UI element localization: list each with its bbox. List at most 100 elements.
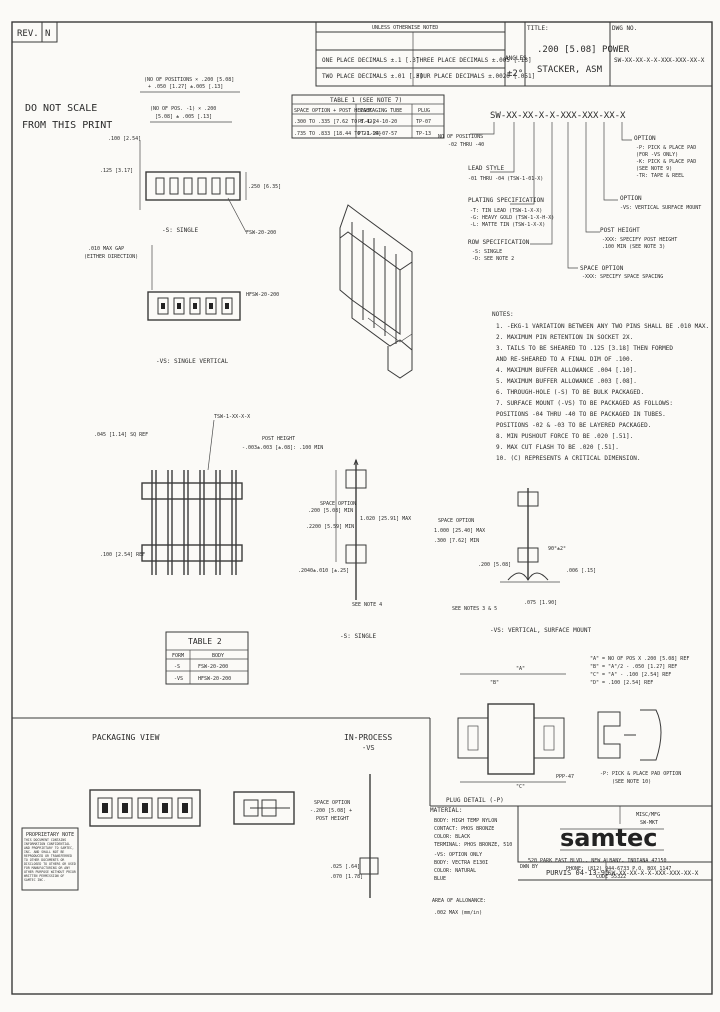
side-view-profile: SPACE OPTION .200 [5.08] MIN 1.020 [25.9… xyxy=(298,458,411,640)
pin-vs-core xyxy=(225,303,229,309)
pp-option-note: -P: PICK & PLACE PAD OPTION xyxy=(600,771,681,777)
dim-025: .025 [.64] xyxy=(330,864,360,870)
pin-vs xyxy=(205,297,217,315)
do-not-scale-line1: DO NOT SCALE xyxy=(25,103,97,114)
rev-value: N xyxy=(45,29,50,39)
rev-label: REV. xyxy=(17,29,39,39)
dim-070: .070 [1.78] xyxy=(330,874,363,880)
dim-250: .250 [6.35] xyxy=(248,184,281,190)
packaging-title: PACKAGING VIEW xyxy=(92,733,160,742)
pn-plating-val: -T: TIN LEAD (TSW-1-X-X) xyxy=(470,208,542,214)
pin-pkg-core xyxy=(122,803,128,813)
dim-045: .045 [1.14] SQ REF xyxy=(94,432,148,438)
pn-option2-val: -TR: TAPE & REEL xyxy=(636,173,684,179)
pin-vs xyxy=(157,297,169,315)
part-label-hfsw: HFSW-20-200 xyxy=(246,292,279,298)
pn-space-option: SPACE OPTION xyxy=(580,265,624,272)
dim-a: "A" xyxy=(516,666,525,672)
company-address-3: CODE 55322 xyxy=(596,874,626,880)
company-address-1: 520 PARK EAST BLVD., NEW ALBANY, INDIANA… xyxy=(528,858,666,864)
material-block: MATERIAL: BODY: HIGH TEMP NYLON CONTACT:… xyxy=(430,807,512,916)
pn-space-option-val: -XXX: SPECIFY SPACE SPACING xyxy=(582,274,663,280)
proprietary-note: PROPRIETARY NOTE THIS DOCUMENT CONTAINS … xyxy=(21,827,79,891)
pn-plating: PLATING SPECIFICATION xyxy=(468,197,544,204)
material-line: BLUE xyxy=(434,876,446,882)
top-view-single: (NO OF POSITIONS × .200 [5.08] + .050 [1… xyxy=(100,77,281,236)
samtec-logo: samtec xyxy=(560,824,657,852)
vs-single-vertical-view: .010 MAX GAP (EITHER DIRECTION) HFSW-20-… xyxy=(84,245,279,365)
note-item: POSITIONS -02 & -03 TO BE LAYERED PACKAG… xyxy=(496,422,651,429)
pin-top xyxy=(197,177,207,195)
dim-pitch: (NO OF POS. -1) × .200 xyxy=(150,106,216,112)
material-title: MATERIAL: xyxy=(430,807,463,814)
pn-plating-val: -L: MATTE TIN (TSW-1-X-X) xyxy=(470,222,545,228)
table2-cell: FSW-20-200 xyxy=(198,664,228,670)
pkg-post-label: POST HEIGHT xyxy=(316,816,349,822)
table1-header-tube: PACKAGING TUBE xyxy=(360,108,402,114)
pin-pkg-core xyxy=(162,803,168,813)
dim-b: "B" xyxy=(490,680,499,686)
allowance-value: .002 MAX (mm/in) xyxy=(434,910,482,916)
pin-top xyxy=(225,177,235,195)
pin-pkg-core xyxy=(102,803,108,813)
vs-angle: 90°±2° xyxy=(548,546,566,552)
see-note-4: SEE NOTE 4 xyxy=(352,602,382,608)
pn-plating-val: -G: HEAVY GOLD (TSW-1-X-H-X) xyxy=(470,215,554,221)
pkg-space-dim: -.200 [5.08] + xyxy=(310,808,352,814)
isometric-view xyxy=(339,204,413,379)
pin-vs-core xyxy=(193,303,197,309)
pn-post-height-val: .100 MIN (SEE NOTE 3) xyxy=(602,244,665,250)
pp-note: "D" = .100 [2.54] REF xyxy=(590,680,653,686)
table2-title: TABLE 2 xyxy=(188,637,222,646)
company-block: samtec MISC/MFG SW-MKT 520 PARK EAST BLV… xyxy=(517,805,713,881)
material-line: TERMINAL: PHOS BRONZE, 510 xyxy=(434,842,512,848)
part-number-pattern: SW-XX-XX-X-X-XXX-XXX-XX-X xyxy=(490,111,626,121)
view-caption-vs-profile: -VS: VERTICAL, SURFACE MOUNT xyxy=(490,627,592,634)
angles-value: ±2° xyxy=(507,69,523,79)
pn-post-height: POST HEIGHT xyxy=(600,227,640,234)
vs-dim-075: .075 [1.90] xyxy=(524,600,557,606)
tsw-label: TSW-1-XX-X-X xyxy=(214,414,250,420)
pp-label: PPP-47 xyxy=(556,774,574,780)
note-item: AND RE-SHEARED TO A FINAL DIM OF .100. xyxy=(496,356,633,363)
pin-vs-core xyxy=(161,303,165,309)
vs-dim-300: .300 [7.62] MIN xyxy=(434,538,479,544)
pin-pkg-core xyxy=(182,803,188,813)
title-block: REV. N UNLESS OTHERWISE NOTED ONE PLACE … xyxy=(11,21,713,87)
pin-vs-core xyxy=(209,303,213,309)
note-item: 1. -EKG-1 VARIATION BETWEEN ANY TWO PINS… xyxy=(496,323,709,330)
pn-option2-val: -P: PICK & PLACE PAD xyxy=(636,145,696,151)
material-line: BODY: HIGH TEMP NYLON xyxy=(434,818,497,824)
pin-top xyxy=(211,177,221,195)
pin-top xyxy=(183,177,193,195)
tol-row1b: THREE PLACE DECIMALS ±.005 [.13] xyxy=(416,57,532,64)
tol-header: UNLESS OTHERWISE NOTED xyxy=(372,25,438,31)
notes-title: NOTES: xyxy=(492,311,514,318)
table2-cell: HFSW-20-200 xyxy=(198,676,231,682)
table1-cell: .735 TO .833 [18.44 TO 21.16] xyxy=(294,131,381,137)
note-item: 3. TAILS TO BE SHEARED TO .125 [3.18] TH… xyxy=(496,345,673,352)
pn-row-spec-val: -S: SINGLE xyxy=(472,249,502,255)
post-height-label: POST HEIGHT xyxy=(262,436,295,442)
pn-option2-val: (SEE NOTE 9) xyxy=(636,166,672,172)
note-item: 5. MAXIMUM BUFFER ALLOWANCE .003 [.08]. xyxy=(496,378,637,385)
table2-cell: -S xyxy=(174,664,180,670)
pn-option2-val: -K: PICK & PLACE PAD xyxy=(636,159,696,165)
post-height-dim: -.003±.003 [±.08]: .100 MIN xyxy=(242,445,323,451)
pin-pkg xyxy=(117,797,133,819)
vs-dim-1000: 1.000 [25.40] MAX xyxy=(434,528,485,534)
drawn-by-value: PURVIS 04-13-95 xyxy=(546,869,609,877)
note-item: 10. (C) REPRESENTS A CRITICAL DIMENSION. xyxy=(496,455,641,462)
material-line: COLOR: NATURAL xyxy=(434,868,476,874)
note-item: 7. SURFACE MOUNT (-VS) TO BE PACKAGED AS… xyxy=(496,400,673,407)
vs-see-notes: SEE NOTES 3 & 5 xyxy=(452,606,497,612)
table1-header-plug: PLUG xyxy=(418,108,430,114)
pn-lead-style-val: -01 THRU -04 (TSW-1-01-X) xyxy=(468,176,543,182)
table1-cell: TP-13 xyxy=(416,131,431,137)
dim-c: "C" xyxy=(516,784,525,790)
title-line1: .200 [5.08] POWER xyxy=(537,45,630,55)
dim-2200: .2200 [5.59] MIN xyxy=(306,524,354,530)
table1-title: TABLE 1 (SEE NOTE 7) xyxy=(330,97,402,104)
allowance-title: AREA OF ALLOWANCE: xyxy=(432,898,486,904)
table1-cell: TP-07 xyxy=(416,119,431,125)
